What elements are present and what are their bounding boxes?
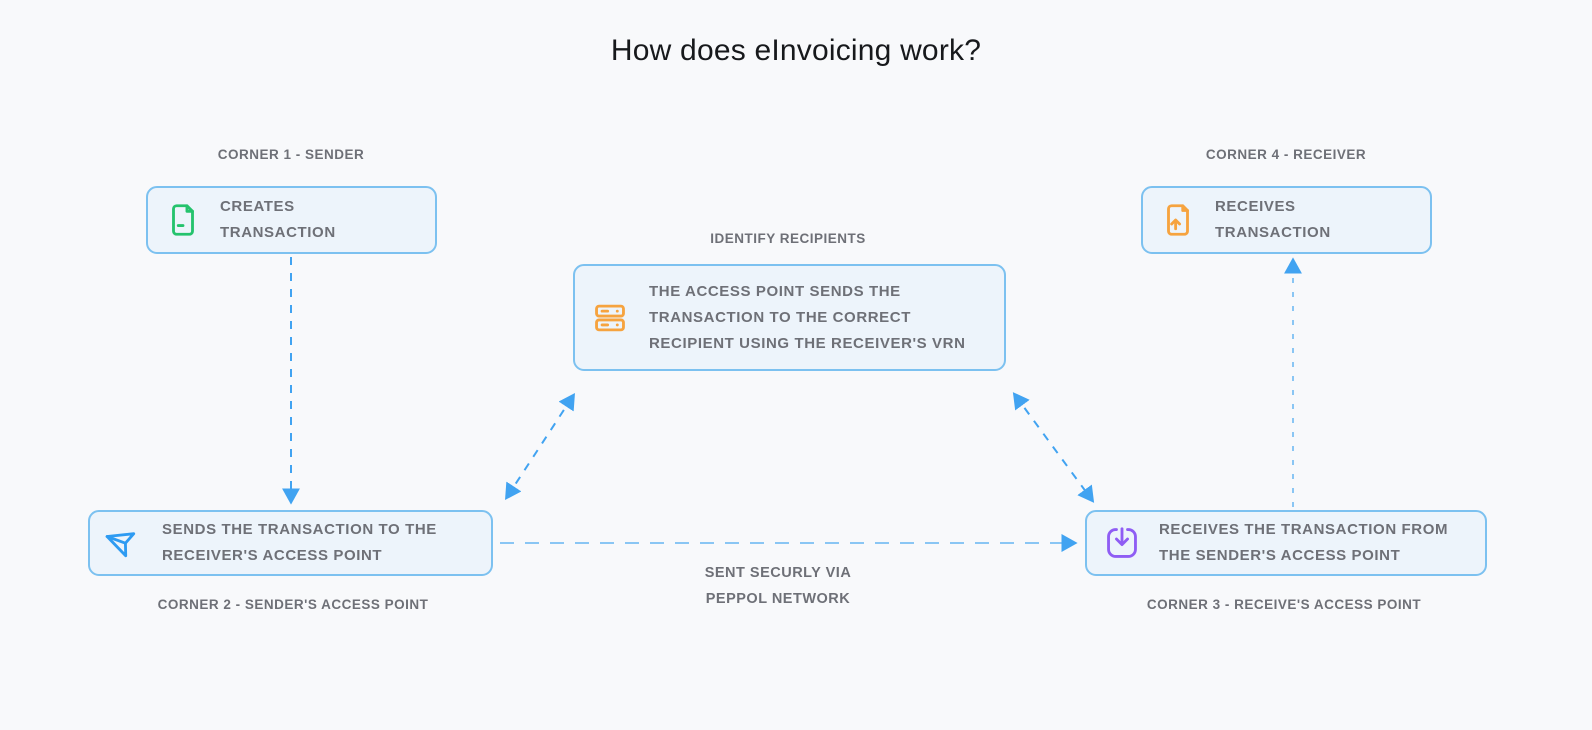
center-text: THE ACCESS POINT SENDS THE TRANSACTION T… [649, 282, 966, 352]
page-title: How does eInvoicing work? [610, 34, 982, 67]
file-upload-icon [1159, 201, 1197, 239]
corner3-label: CORNER 3 - RECEIVE'S ACCESS POINT [1146, 597, 1422, 612]
download-tray-icon [1103, 524, 1141, 562]
corner4-text: RECEIVES TRANSACTION [1215, 198, 1331, 241]
arrow-corner2-to-center [505, 392, 575, 501]
corner2-box: SENDS THE TRANSACTION TO THE RECEIVER'S … [88, 510, 493, 576]
network-note-line2: PEPPOL NETWORK [705, 591, 851, 607]
network-note: SENT SECURLY VIA PEPPOL NETWORK [705, 560, 852, 612]
file-icon [164, 201, 202, 239]
corner1-label: CORNER 1 - SENDER [217, 147, 365, 162]
center-label: IDENTIFY RECIPIENTS [710, 231, 866, 246]
corner4-label: CORNER 4 - RECEIVER [1205, 147, 1367, 162]
corner1-text: CREATES TRANSACTION [220, 198, 336, 241]
arrow-center-to-corner3 [1012, 392, 1095, 503]
server-icon [591, 299, 629, 337]
corner4-box: RECEIVES TRANSACTION [1141, 186, 1432, 254]
corner2-label: CORNER 2 - SENDER'S ACCESS POINT [157, 597, 429, 612]
center-box: THE ACCESS POINT SENDS THE TRANSACTION T… [573, 264, 1006, 371]
corner2-text: SENDS THE TRANSACTION TO THE RECEIVER'S … [162, 521, 437, 564]
network-note-line1: SENT SECURLY VIA [704, 565, 852, 581]
paper-plane-icon [105, 524, 144, 562]
corner3-box: RECEIVES THE TRANSACTION FROM THE SENDER… [1085, 510, 1487, 576]
corner1-box: CREATES TRANSACTION [146, 186, 437, 254]
corner3-text: RECEIVES THE TRANSACTION FROM THE SENDER… [1159, 521, 1449, 564]
